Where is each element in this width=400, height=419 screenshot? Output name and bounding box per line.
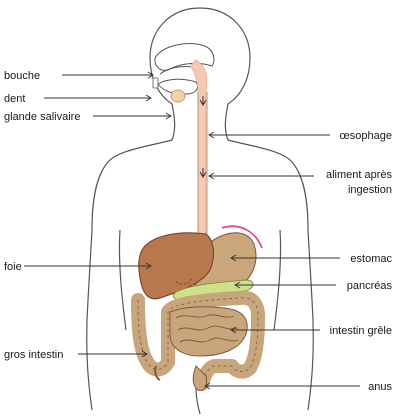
stomach-rim — [221, 225, 263, 249]
bolus-arrows — [199, 96, 207, 178]
label-aliment-line1: aliment après — [326, 169, 393, 181]
leader-lines — [24, 71, 360, 390]
liver — [138, 232, 214, 300]
label-oesophage: œsophage — [339, 130, 392, 142]
label-aliment-line2: ingestion — [348, 184, 392, 196]
label-anus: anus — [368, 381, 392, 393]
label-estomac: estomac — [350, 253, 392, 265]
appendix — [154, 365, 161, 381]
label-intestin-grele: intestin grêle — [330, 325, 392, 337]
gallbladder — [175, 277, 193, 285]
legs-line — [195, 387, 201, 415]
small-intestine — [169, 306, 248, 357]
label-glande-salivaire: glande salivaire — [4, 111, 80, 123]
label-pancreas: pancréas — [347, 280, 393, 292]
nasal-cavity — [154, 43, 215, 71]
tongue — [157, 78, 199, 95]
tooth — [152, 77, 159, 89]
label-bouche: bouche — [4, 70, 40, 82]
body-silhouette — [86, 7, 314, 411]
label-gros-intestin: gros intestin — [4, 349, 63, 361]
salivary-gland — [170, 89, 186, 103]
label-dent: dent — [4, 93, 25, 105]
arm-right-inner — [273, 229, 282, 331]
large-intestine — [131, 290, 265, 391]
label-foie: foie — [4, 261, 22, 273]
rectum — [192, 365, 207, 391]
arm-left-inner — [118, 229, 127, 331]
